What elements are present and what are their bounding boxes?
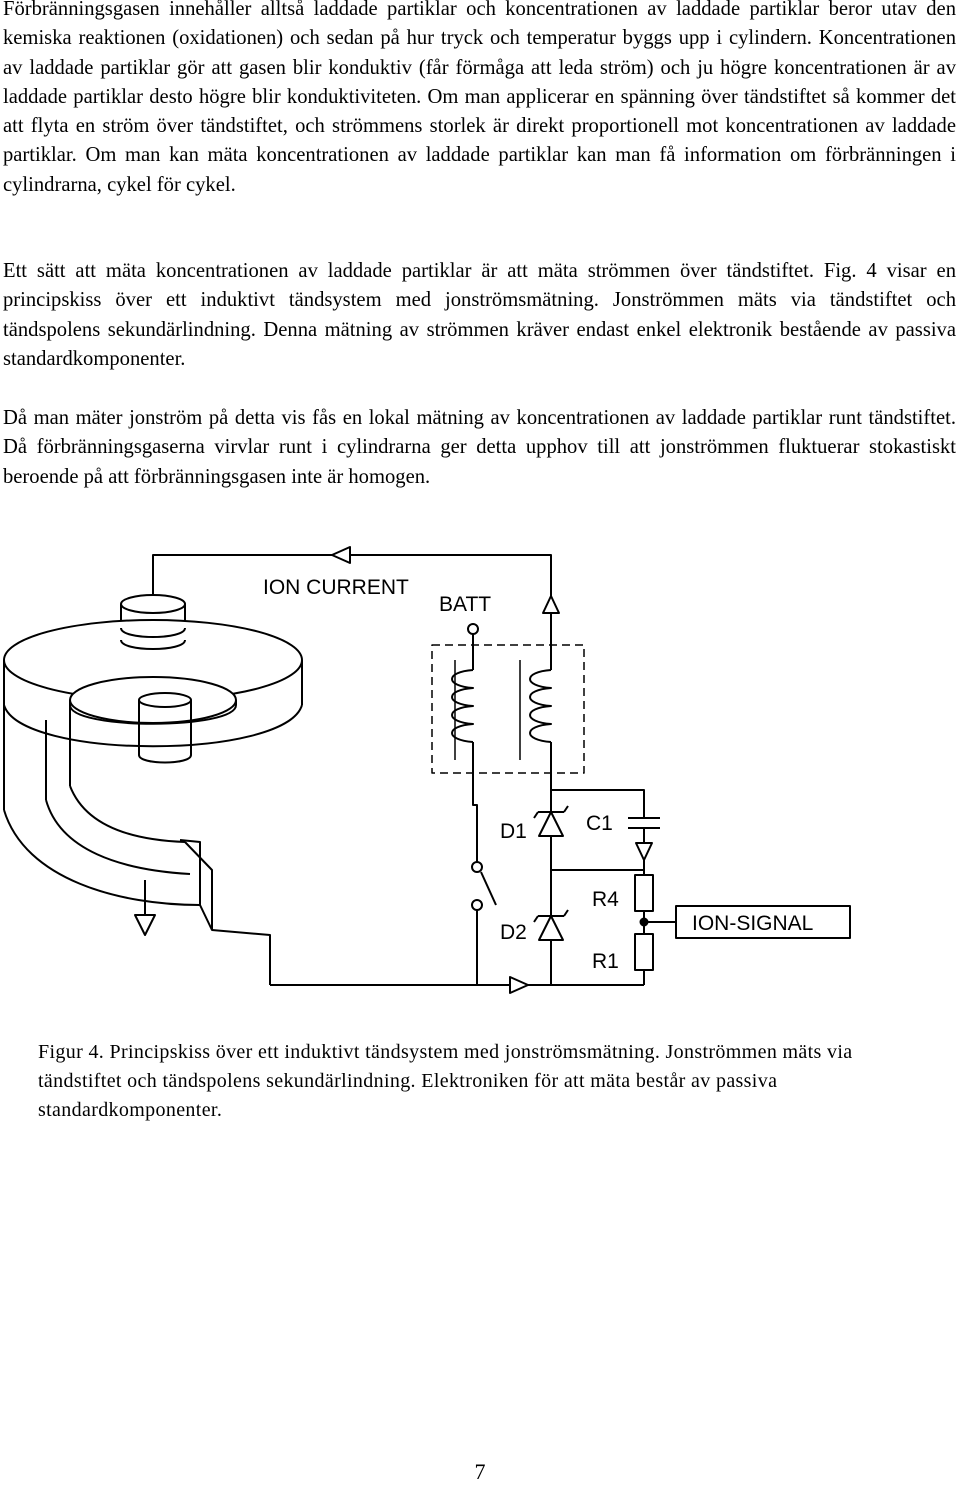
secondary-winding xyxy=(519,660,552,790)
ion-signal-box xyxy=(675,905,851,939)
body-paragraph-1: Förbränningsgasen innehåller alltså ladd… xyxy=(3,0,956,196)
breaker-switch xyxy=(480,871,497,906)
ignition-circuit-figure: ION CURRENT BATT D1 C1 R4 D2 R1 ION-SIGN… xyxy=(0,540,960,1000)
page-number: 7 xyxy=(474,1459,486,1484)
spark-plug-drawing xyxy=(3,594,303,936)
primary-winding xyxy=(451,660,478,862)
label-r4: R4 xyxy=(592,888,619,911)
label-ion-current: ION CURRENT xyxy=(263,576,409,599)
current-arrow-right xyxy=(509,976,529,994)
label-d2: D2 xyxy=(500,921,527,944)
current-arrow-left xyxy=(331,546,351,564)
breaker-contact-bottom xyxy=(471,899,483,911)
body-paragraph-3: Då man mäter jonström på detta vis fås e… xyxy=(3,407,956,488)
label-d1: D1 xyxy=(500,820,527,843)
label-batt: BATT xyxy=(439,593,491,616)
figure-caption: Figur 4. Principskiss över ett induktivt… xyxy=(38,1041,853,1121)
body-paragraph-2: Ett sätt att mäta koncentrationen av lad… xyxy=(3,260,956,370)
batt-terminal xyxy=(467,623,479,635)
label-c1: C1 xyxy=(586,812,613,835)
breaker-contact-top xyxy=(471,861,483,873)
capacitor-c1 xyxy=(628,817,660,875)
current-arrow-up xyxy=(542,595,560,614)
ignition-circuit-diagram: ION CURRENT BATT D1 C1 R4 D2 R1 ION-SIGN… xyxy=(3,546,851,994)
resistor-r1 xyxy=(634,933,654,971)
label-r1: R1 xyxy=(592,950,619,973)
ignition-coil-box xyxy=(431,644,585,774)
resistor-r4 xyxy=(634,874,654,912)
label-ion-signal: ION-SIGNAL xyxy=(692,912,813,935)
